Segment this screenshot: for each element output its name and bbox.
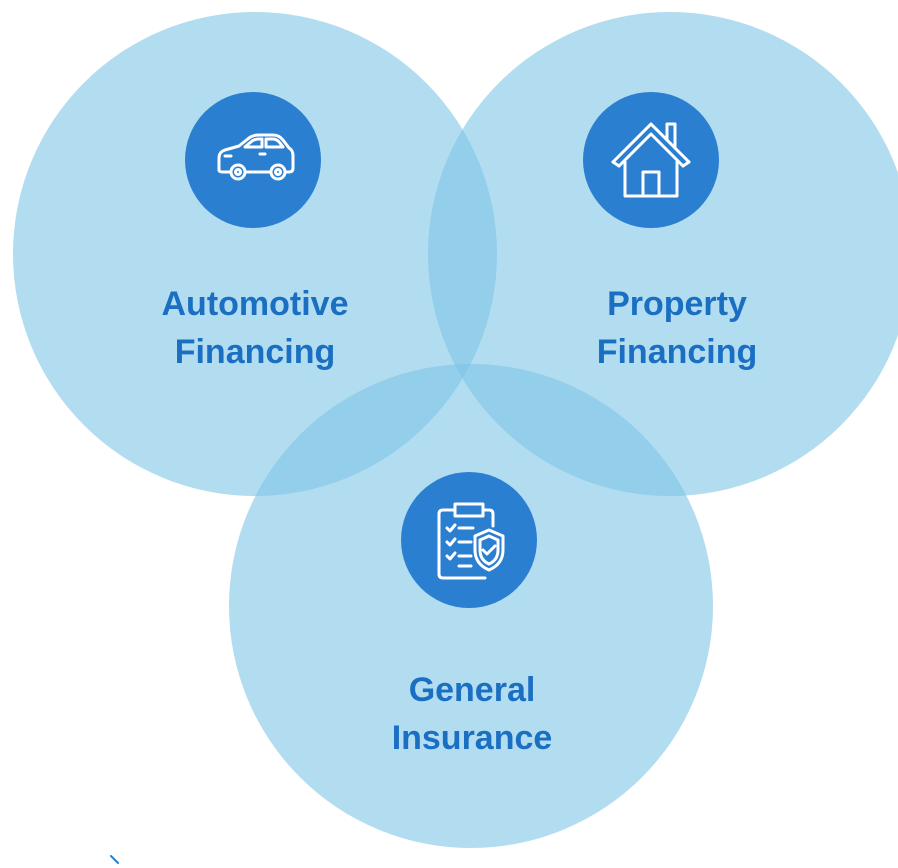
house-icon-badge bbox=[583, 92, 719, 228]
label-line: Automotive bbox=[161, 285, 349, 323]
automotive-financing-label: Automotive Financing bbox=[105, 280, 405, 376]
clipboard-shield-icon-badge bbox=[401, 472, 537, 608]
label-line: Financing bbox=[174, 333, 336, 371]
label-line: Financing bbox=[596, 333, 758, 371]
label-line: Property bbox=[607, 285, 747, 323]
label-line: Insurance bbox=[391, 719, 553, 757]
house-icon bbox=[611, 122, 691, 198]
car-icon bbox=[217, 133, 295, 181]
property-financing-label: Property Financing bbox=[527, 280, 827, 376]
general-insurance-label: General Insurance bbox=[322, 666, 622, 762]
chevron-right-icon bbox=[110, 855, 119, 864]
clipboard-shield-icon bbox=[437, 502, 505, 580]
car-icon-badge bbox=[185, 92, 321, 228]
label-line: General bbox=[408, 671, 536, 709]
